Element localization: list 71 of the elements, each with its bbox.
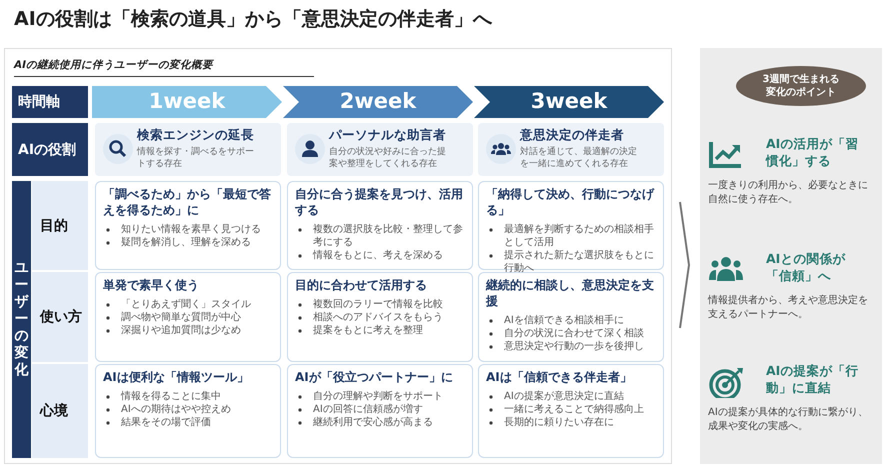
week-label: 2week xyxy=(338,89,418,113)
bullet-text: 提案をもとに考えを整理 xyxy=(313,325,423,336)
bullet-text: 相談へのアドバイスをもらう xyxy=(313,312,443,323)
card-heading: 自分に合う提案を見つけ、活用する xyxy=(295,186,464,218)
content-card xyxy=(95,181,281,270)
point-description: AIの提案が具体的な行動に繋がり、成果や変化の実感へ。 xyxy=(708,406,869,434)
content-card xyxy=(95,272,281,362)
role-title: 検索エンジンの延長 xyxy=(137,127,255,144)
bullet-text: 調べ物や簡単な質問が中心 xyxy=(121,312,241,323)
content-card xyxy=(287,364,473,458)
card-heading: 「納得して決め、行動につなげる」 xyxy=(486,186,656,218)
week-banner xyxy=(474,86,664,118)
week-banner xyxy=(92,86,282,118)
content-card xyxy=(287,181,473,270)
bullet-text: 結果をその場で評価 xyxy=(121,417,211,428)
card-heading: AIは便利な「情報ツール」 xyxy=(103,369,250,385)
role-card xyxy=(287,123,473,176)
bullet-text: AIを信頼できる相談相手に xyxy=(504,315,624,326)
bullet-text: 自分の状況に合わせて深く相談 xyxy=(504,328,644,339)
row-header-cell: 使い方 xyxy=(32,272,88,362)
bullet-text: AIの回答に信頼感が増す xyxy=(313,404,423,415)
bullet-text: 複数の選択肢を比較・整理して参考にする xyxy=(313,224,463,248)
card-heading: 目的に合わせて活用する xyxy=(295,277,428,293)
bullet-text: 複数回のラリーで情報を比較 xyxy=(313,299,443,310)
card-heading: 継続的に相談し、意思決定を支援 xyxy=(486,277,655,309)
subtitle: AIの継続使用に伴うユーザーの変化概要 xyxy=(14,58,314,77)
bullet-text: 「とりあえず聞く」スタイル xyxy=(121,299,251,310)
point-description: 情報提供者から、考えや意思決定を支えるパートナーへ。 xyxy=(708,294,869,322)
content-card xyxy=(478,272,664,362)
role-card xyxy=(478,123,664,176)
bullet-text: 情報を得ることに集中 xyxy=(121,391,221,402)
bullet-text: 最適解を判断するための相談相手として活用 xyxy=(504,224,654,248)
bullet-text: 長期的に頼りたい存在に xyxy=(504,417,614,428)
bullet-text: 自分の理解や判断をサポート xyxy=(313,391,443,402)
card-heading: AIが「役立つパートナー」に xyxy=(295,369,454,385)
bullet-text: AIの提案が意思決定に直結 xyxy=(504,391,624,402)
bullet-text: 知りたい情報を素早く見つける xyxy=(121,224,261,235)
role-description: 対話を通じて、最適解の決定を一緒に進めてくれる存在 xyxy=(520,146,638,170)
role-card xyxy=(95,123,281,176)
bullet-text: AIへの期待はやや控えめ xyxy=(121,404,231,415)
vertical-header: ユーザーの変化 xyxy=(12,181,31,458)
role-description: 情報を探す・調べるをサポートする存在 xyxy=(137,146,255,170)
week-label: 1week xyxy=(148,89,226,113)
point-description: 一度きりの利用から、必要なときに自然に使う存在へ。 xyxy=(708,179,869,207)
bullet-text: 情報をもとに、考えを深める xyxy=(313,250,443,261)
week-label: 3week xyxy=(530,89,608,113)
bullet-text: 疑問を解消し、理解を深める xyxy=(121,237,251,248)
role-title: パーソナルな助言者 xyxy=(329,127,447,144)
title: AIの役割は「検索の道具」から「意思決定の伴走者」へ xyxy=(14,7,492,32)
content-card xyxy=(478,364,664,458)
header-cell: AIの役割 xyxy=(12,123,88,176)
card-heading: AIは「信頼できる伴走者」 xyxy=(486,369,633,385)
header-cell: 時間軸 xyxy=(12,86,88,118)
bullet-text: 深掘りや追加質問は少なめ xyxy=(121,325,241,336)
bullet-text: 一緒に考えることで納得感向上 xyxy=(504,404,644,415)
card-heading: 「調べるため」から「最短で答えを得るため」に xyxy=(103,186,272,218)
content-card xyxy=(287,272,473,362)
row-header-cell: 心境 xyxy=(32,364,88,458)
content-card xyxy=(95,364,281,458)
week-banner xyxy=(283,86,473,118)
role-description: 自分の状況や好みに合った提案や整理をしてくれる存在 xyxy=(329,146,447,170)
role-title: 意思決定の伴走者 xyxy=(520,127,625,144)
card-heading: 単発で素早く使う xyxy=(103,277,200,293)
point-heading: AIとの関係が「信頼」へ xyxy=(766,250,846,284)
content-card xyxy=(478,181,664,270)
bullet-text: 提示された新たな選択肢をもとに行動へ xyxy=(504,250,654,274)
bullet-text: 継続利用で安心感が高まる xyxy=(313,417,433,428)
bullet-text: 意思決定や行動の一歩を後押し xyxy=(504,341,644,352)
point-heading: AIの活用が「習慣化」する xyxy=(766,135,860,169)
point-heading: AIの提案が「行動」に直結 xyxy=(766,362,860,396)
row-header-cell: 目的 xyxy=(32,181,88,270)
